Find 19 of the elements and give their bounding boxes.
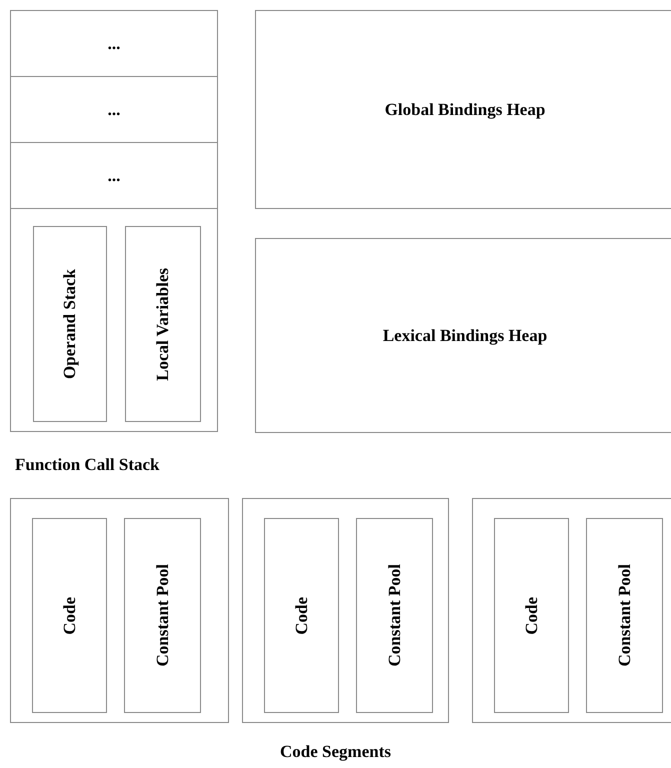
frame-box [242,498,449,723]
section-caption: Code Segments [280,742,391,761]
memory-cell: ... [10,10,218,77]
memory-region: Code [264,518,339,713]
memory-cell: Lexical Bindings Heap [255,238,671,433]
frame-box [472,498,671,723]
memory-cell: ... [10,76,218,143]
memory-cell: ... [10,142,218,209]
memory-cell: Global Bindings Heap [255,10,671,209]
frame-box [10,498,229,723]
stack-heading: Function Call Stack [15,455,160,475]
memory-region: Code [32,518,107,713]
memory-region: Constant Pool [586,518,663,713]
memory-region: Constant Pool [124,518,201,713]
memory-region: Operand Stack [33,226,107,422]
memory-region: Constant Pool [356,518,433,713]
memory-region: Local Variables [125,226,201,422]
memory-region: Code [494,518,569,713]
frame-box [10,208,218,432]
